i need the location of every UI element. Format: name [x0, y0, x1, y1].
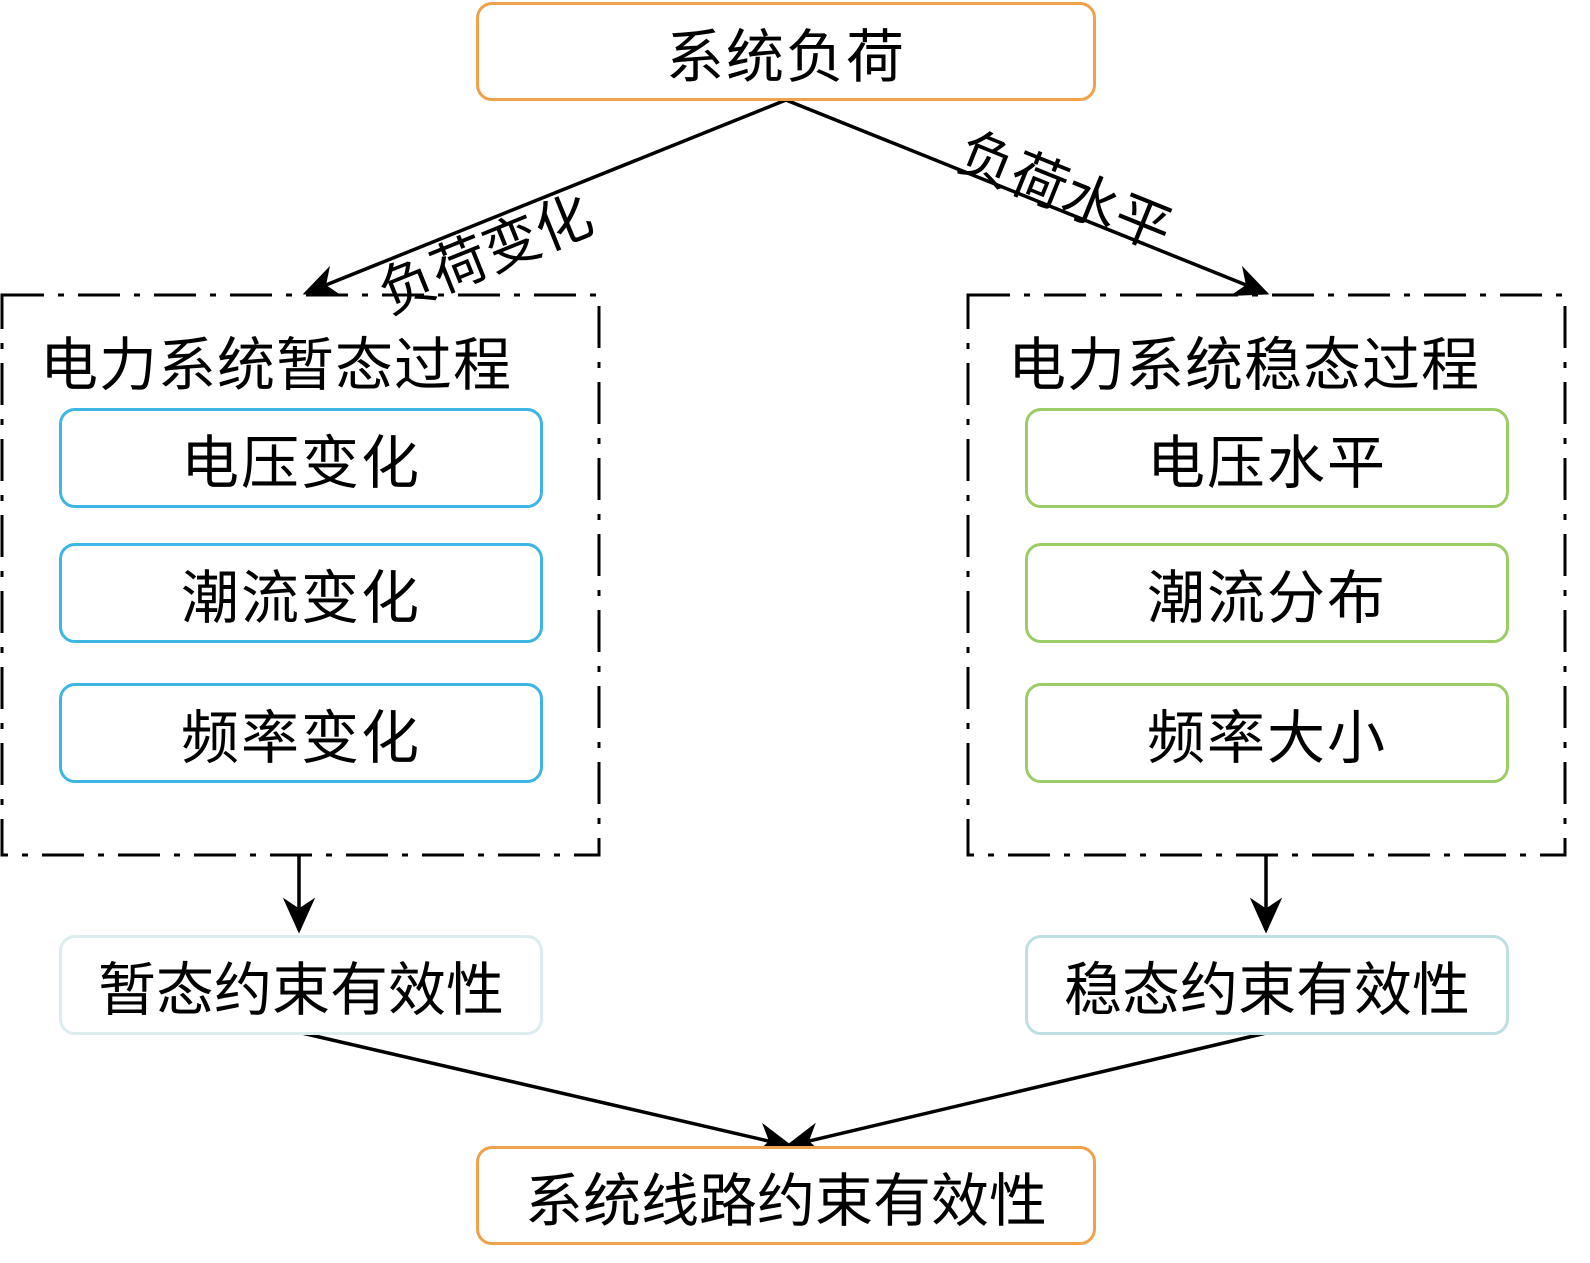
- line-constraint-validity-node: 系统线路约束有效性: [476, 1146, 1096, 1245]
- transient-constraint-validity-node: 暂态约束有效性: [59, 935, 543, 1035]
- edge-steady-output-to-final: [784, 1031, 1267, 1155]
- steady-process-title: 电力系统稳态过程: [1008, 331, 1481, 399]
- edge-load-to-steady: [785, 98, 1270, 296]
- system-load-label: 系统负荷: [665, 22, 906, 91]
- item-label: 频率大小: [1146, 704, 1387, 772]
- transient-item-frequency-change: 频率变化: [59, 683, 543, 783]
- transient-process-title: 电力系统暂态过程: [40, 331, 513, 399]
- item-label: 潮流分布: [1146, 564, 1387, 632]
- edge-transient-output-to-final: [301, 1031, 794, 1155]
- transient-item-power-flow-change: 潮流变化: [59, 543, 543, 643]
- steady-item-power-flow-distribution: 潮流分布: [1025, 543, 1509, 643]
- edge-load-to-transient: [302, 98, 787, 296]
- steady-item-voltage-level: 电压水平: [1025, 408, 1509, 508]
- item-label: 潮流变化: [180, 564, 421, 632]
- system-load-node: 系统负荷: [476, 2, 1096, 101]
- steady-constraint-validity-node: 稳态约束有效性: [1025, 935, 1509, 1035]
- output-label: 暂态约束有效性: [97, 956, 504, 1024]
- output-label: 稳态约束有效性: [1063, 956, 1470, 1024]
- item-label: 电压水平: [1146, 429, 1387, 497]
- item-label: 频率变化: [180, 704, 421, 772]
- steady-item-frequency-magnitude: 频率大小: [1025, 683, 1509, 783]
- item-label: 电压变化: [180, 429, 421, 497]
- transient-item-voltage-change: 电压变化: [59, 408, 543, 508]
- final-label: 系统线路约束有效性: [524, 1166, 1047, 1235]
